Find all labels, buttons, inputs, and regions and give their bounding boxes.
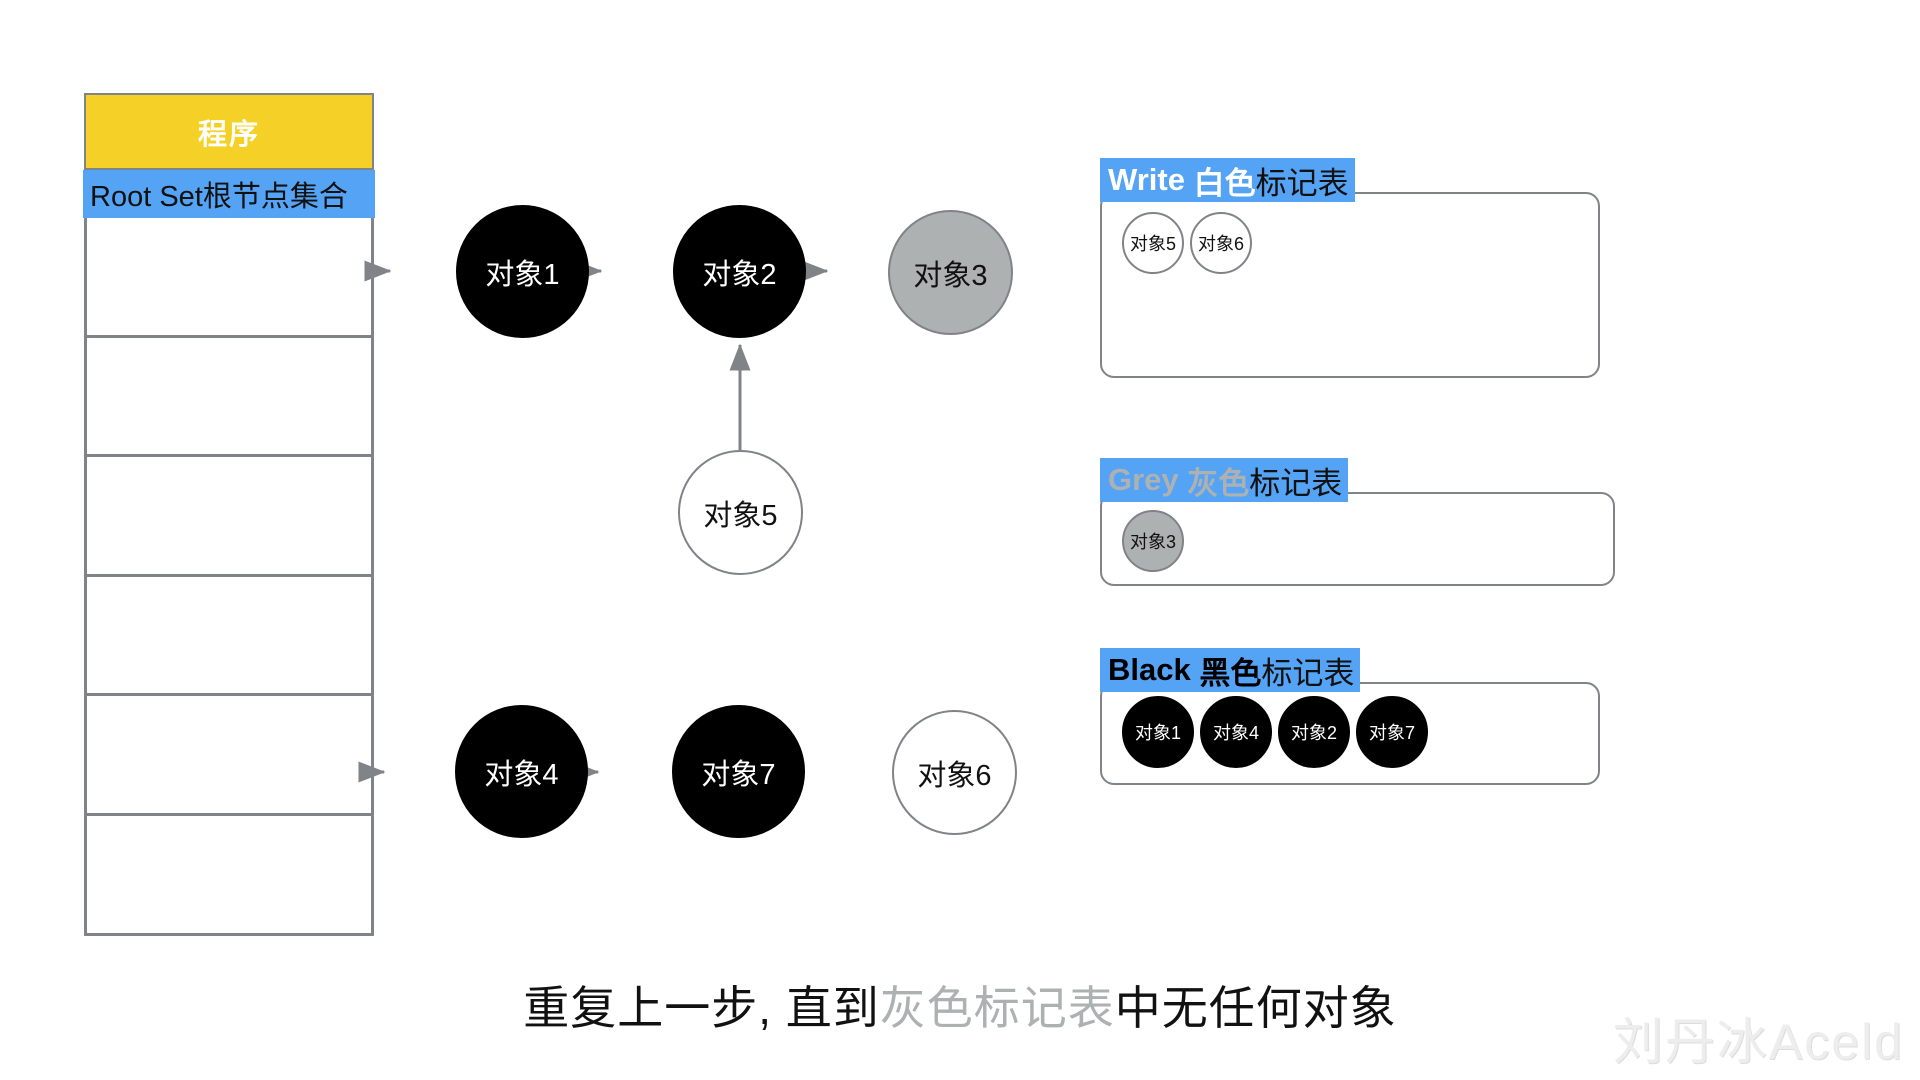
mark-chip-label: 对象5: [1129, 234, 1176, 254]
root-set-slot: [87, 218, 371, 338]
white-mark-table-title: Write 白色 标记表: [1100, 158, 1355, 202]
black-mark-table-box: 对象1 对象4 对象2 对象7: [1100, 682, 1600, 785]
graph-node-label: 对象3: [913, 259, 988, 292]
root-set-slot: [87, 577, 371, 697]
root-set-slot: [87, 338, 371, 458]
grey-mark-table-keyword: Grey: [1108, 462, 1179, 497]
root-set-slot-grid: [84, 218, 374, 936]
white-mark-table-tail: 标记表: [1255, 165, 1349, 201]
mark-chip-obj6[interactable]: 对象6: [1190, 212, 1252, 274]
graph-node-label: 对象7: [701, 758, 776, 791]
white-mark-table-items: 对象5 对象6: [1122, 212, 1252, 274]
grey-mark-table-title: Grey 灰色 标记表: [1100, 458, 1349, 502]
white-mark-table-panel: Write 白色 标记表 对象5 对象6: [1100, 158, 1600, 398]
grey-mark-table-colorword: 灰色: [1178, 465, 1250, 501]
mark-chip-label: 对象3: [1129, 532, 1176, 552]
black-mark-table-title: Black 黑色 标记表: [1100, 648, 1361, 692]
black-mark-table-colorword: 黑色: [1190, 655, 1262, 691]
white-mark-table-colorword: 白色: [1184, 165, 1256, 201]
mark-chip-obj3[interactable]: 对象3: [1122, 510, 1184, 572]
black-mark-table-items: 对象1 对象4 对象2 对象7: [1122, 696, 1428, 768]
graph-node-obj7[interactable]: 对象7: [672, 705, 805, 838]
white-mark-table-keyword: Write: [1108, 162, 1185, 197]
program-header: 程序: [84, 93, 374, 170]
graph-node-label: 对象2: [702, 258, 777, 291]
root-set-header: Root Set根节点集合: [83, 170, 375, 218]
white-mark-table-box: 对象5 对象6: [1100, 192, 1600, 378]
watermark: 刘丹冰Aceld: [1612, 1014, 1904, 1070]
mark-chip-obj7[interactable]: 对象7: [1356, 696, 1428, 768]
graph-node-label: 对象4: [484, 758, 559, 791]
graph-node-obj5[interactable]: 对象5: [678, 450, 803, 575]
mark-chip-label: 对象4: [1212, 723, 1259, 743]
graph-node-label: 对象6: [917, 759, 992, 792]
mark-chip-obj5[interactable]: 对象5: [1122, 212, 1184, 274]
caption-suffix: 中无任何对象: [1114, 982, 1397, 1034]
root-set-slot: [87, 816, 371, 936]
mark-chip-label: 对象7: [1368, 723, 1415, 743]
grey-mark-table-box: 对象3: [1100, 492, 1615, 586]
mark-chip-label: 对象1: [1134, 723, 1181, 743]
mark-chip-obj2[interactable]: 对象2: [1278, 696, 1350, 768]
graph-node-obj6[interactable]: 对象6: [892, 710, 1017, 835]
program-root-set-table: 程序 Root Set根节点集合: [83, 93, 375, 936]
root-set-slot: [87, 696, 371, 816]
black-mark-table-keyword: Black: [1108, 652, 1191, 687]
grey-mark-table-items: 对象3: [1122, 510, 1184, 572]
caption: 重复上一步, 直到灰色标记表中无任何对象: [0, 972, 1920, 1038]
root-set-slot: [87, 457, 371, 577]
graph-node-obj2[interactable]: 对象2: [673, 205, 806, 338]
mark-chip-obj4[interactable]: 对象4: [1200, 696, 1272, 768]
graph-node-obj3[interactable]: 对象3: [888, 210, 1013, 335]
mark-chip-obj1[interactable]: 对象1: [1122, 696, 1194, 768]
black-mark-table-tail: 标记表: [1261, 655, 1355, 691]
mark-chip-label: 对象6: [1197, 234, 1244, 254]
caption-prefix: 重复上一步, 直到: [523, 982, 880, 1034]
grey-mark-table-tail: 标记表: [1249, 465, 1343, 501]
grey-mark-table-panel: Grey 灰色 标记表 对象3: [1100, 458, 1615, 608]
graph-node-obj1[interactable]: 对象1: [456, 205, 589, 338]
black-mark-table-panel: Black 黑色 标记表 对象1 对象4 对象2 对象7: [1100, 648, 1600, 808]
graph-node-label: 对象5: [703, 499, 778, 532]
graph-node-obj4[interactable]: 对象4: [455, 705, 588, 838]
caption-highlight: 灰色标记表: [879, 982, 1115, 1034]
graph-node-label: 对象1: [485, 258, 560, 291]
mark-chip-label: 对象2: [1290, 723, 1337, 743]
